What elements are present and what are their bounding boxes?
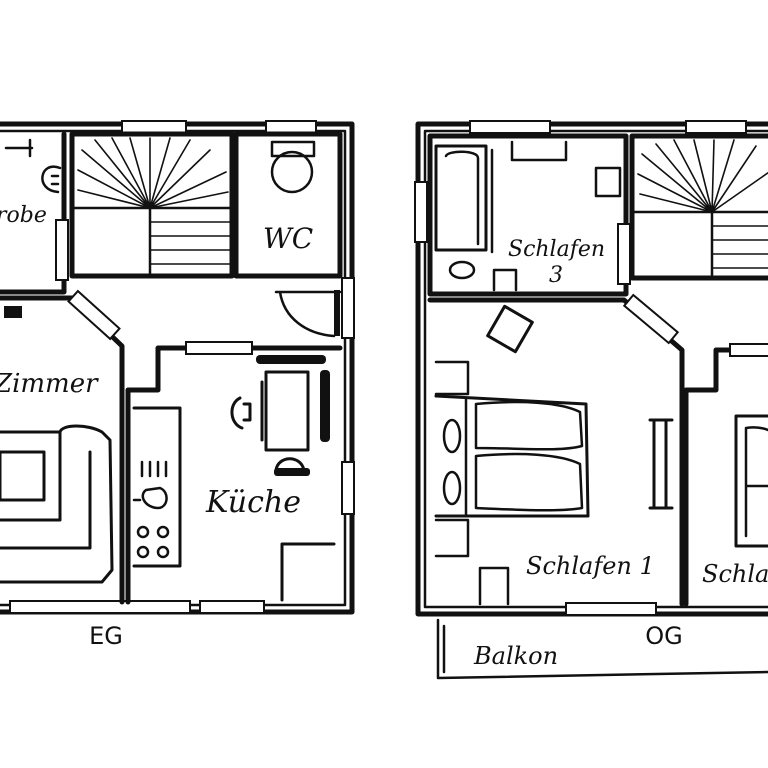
og-chair-schlafen1 — [486, 304, 534, 354]
og-stair-box — [629, 133, 768, 281]
eg-stair-box — [69, 131, 235, 279]
eg-cooktop — [136, 525, 170, 559]
eg-coat-rack — [4, 138, 34, 158]
eg-outer-wall — [0, 121, 355, 615]
eg-tv-stand — [4, 306, 22, 318]
og-desk-schlafen3 — [510, 140, 568, 162]
og-schlafen2-door — [729, 343, 768, 357]
eg-window-right-2 — [341, 461, 355, 515]
og-room-label-schlafen1: Schlafen 1 — [526, 552, 655, 580]
og-schlafen3-room — [427, 133, 629, 297]
og-floor-label: OG — [645, 622, 683, 650]
og-window-top-2 — [685, 120, 747, 134]
eg-staircase — [72, 137, 234, 278]
eg-window-bottom-1 — [9, 600, 191, 614]
og-wardrobe-schlafen1 — [648, 418, 674, 510]
og-window-top-1 — [469, 120, 551, 134]
eg-floor-plan: WC Zimmer — [0, 120, 355, 650]
eg-living-door — [67, 289, 121, 341]
og-nightstand-2 — [434, 518, 470, 558]
eg-room-label-wc: WC — [263, 222, 313, 255]
eg-window-top-1 — [121, 120, 187, 134]
eg-kitchen-counter — [132, 406, 182, 568]
og-floor-plan: Schlafen 3 Schlafen 1 — [414, 120, 768, 680]
eg-sink-garderobe — [41, 165, 62, 194]
og-chest-schlafen1 — [478, 566, 510, 606]
og-nightstand-1 — [434, 360, 470, 396]
eg-sofa — [0, 424, 114, 584]
eg-stove-knobs — [140, 460, 168, 478]
eg-floor-label: EG — [89, 622, 123, 650]
eg-room-label-kueche: Küche — [205, 485, 301, 520]
og-room-label-schlafen2: Schla — [702, 560, 768, 588]
og-bed-schlafen3 — [434, 144, 494, 254]
eg-room-label-garderobe: robe — [0, 203, 47, 228]
eg-door-swing — [274, 290, 342, 338]
og-room-label-schlafen3: Schlafen — [508, 237, 605, 262]
eg-wc-room — [233, 131, 343, 279]
og-room-label-schlafen3-number: 3 — [549, 263, 563, 288]
og-balkon-railing — [436, 618, 768, 680]
og-stool-schlafen3 — [492, 268, 518, 292]
eg-kitchen-door — [185, 341, 253, 355]
og-schlafen3-door — [617, 223, 631, 285]
og-window-bottom — [565, 602, 657, 616]
eg-coffee-table — [0, 450, 46, 502]
eg-kitchen-sink — [132, 486, 168, 510]
eg-room-label-wohnzimmer: Zimmer — [0, 369, 99, 399]
eg-outer-wall-inner — [0, 129, 347, 607]
og-window-left — [414, 181, 428, 243]
og-schlafen1-door — [622, 293, 680, 345]
eg-garderobe-wall — [0, 131, 67, 295]
og-bed-schlafen2 — [734, 414, 768, 548]
og-staircase — [632, 139, 768, 280]
og-rug-schlafen3 — [448, 260, 476, 280]
eg-toilet — [270, 140, 316, 194]
eg-door-leaf — [334, 290, 340, 336]
og-double-bed — [434, 394, 590, 518]
eg-garderobe-door — [55, 219, 69, 281]
eg-window-bottom-2 — [199, 600, 265, 614]
og-shelf-schlafen3 — [594, 166, 622, 198]
og-room-label-balkon: Balkon — [473, 642, 558, 670]
eg-window-top-2 — [265, 120, 317, 134]
eg-dining-table — [230, 355, 330, 476]
eg-fridge — [280, 542, 336, 602]
eg-window-right-1 — [341, 277, 355, 339]
